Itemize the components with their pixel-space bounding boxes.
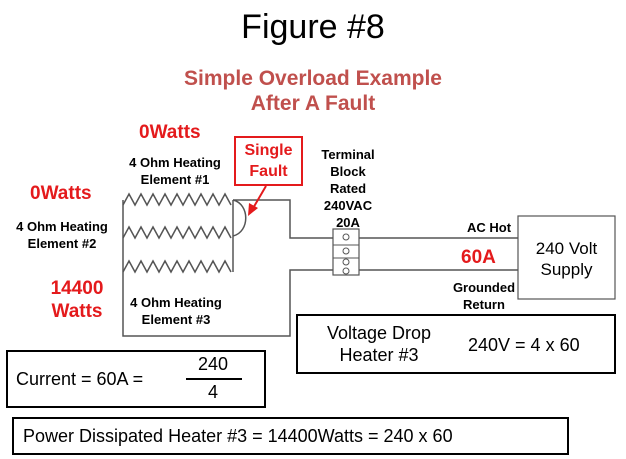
subtitle: Simple Overload Example After A Fault (0, 66, 626, 116)
current-equation-numerator: 240 (197, 354, 229, 374)
current-equation-denominator: 4 (207, 382, 218, 402)
fault-line-2: Fault (249, 163, 288, 180)
heater3-label-line2: Element #3 (141, 312, 211, 327)
supply-box (517, 215, 616, 300)
supply-line1: 240 Volt (535, 239, 598, 258)
fraction-bar (186, 378, 242, 380)
hot-feed-wire (233, 199, 335, 239)
heater2-label-line2: Element #2 (27, 236, 97, 251)
supply-label: 240 Volt Supply (518, 238, 615, 280)
grounded-return-label: Grounded Return (446, 279, 522, 313)
heater-element-1-coil (122, 192, 232, 207)
heater1-power: 0Watts (139, 122, 201, 143)
terminal-block-line1: Terminal (321, 147, 375, 162)
subtitle-line-1: Simple Overload Example (184, 67, 442, 90)
current-equation-lhs: Current = 60A = (16, 369, 144, 389)
ac-hot-label: AC Hot (467, 220, 512, 235)
heater1-label-line2: Element #1 (140, 172, 210, 187)
voltage-drop-equation: 240V = 4 x 60 (468, 335, 580, 355)
grounded-line1: Grounded (452, 280, 516, 295)
terminal-block-label: Terminal Block Rated 240VAC 20A (310, 146, 386, 231)
fault-short-arc (232, 199, 247, 237)
terminal-screw-3 (342, 258, 350, 266)
terminal-screw-2 (342, 247, 350, 255)
voltage-drop-line1: Voltage Drop (326, 323, 432, 343)
heater1-label: 4 Ohm Heating Element #1 (118, 154, 232, 188)
voltage-drop-box: Voltage Drop Heater #3 240V = 4 x 60 (296, 314, 616, 374)
terminal-block-line3: Rated (329, 181, 367, 196)
left-bus-wire (122, 200, 335, 337)
fault-arrow-head (248, 203, 258, 216)
heater2-label-line1: 4 Ohm Heating (16, 219, 108, 234)
figure-title: Figure #8 (241, 8, 385, 46)
heater3-label-line1: 4 Ohm Heating (130, 295, 222, 310)
terminal-screw-1 (342, 233, 350, 241)
single-fault-callout: Single Fault (234, 136, 303, 186)
grounded-line2: Return (463, 297, 505, 312)
heater3-power-line1: 14400 (50, 278, 104, 299)
terminal-block-line5: 20A (336, 215, 360, 230)
heater3-power-line2: Watts (51, 301, 103, 322)
power-equation-box: Power Dissipated Heater #3 = 14400Watts … (12, 417, 569, 455)
subtitle-line-2: After A Fault (250, 92, 376, 115)
power-equation: Power Dissipated Heater #3 = 14400Watts … (23, 426, 453, 446)
terminal-screw-4 (342, 267, 350, 275)
terminal-block-line2: Block (330, 164, 366, 179)
terminal-block-line4: 240VAC (323, 198, 373, 213)
heater3-power: 14400 Watts (42, 277, 112, 323)
heater-element-3-coil (122, 259, 232, 274)
voltage-drop-label: Voltage Drop Heater #3 (310, 322, 448, 366)
current-60a-label: 60A (461, 247, 496, 268)
heater2-power: 0Watts (30, 183, 92, 204)
supply-line2: Supply (540, 260, 593, 279)
heater1-label-line1: 4 Ohm Heating (129, 155, 221, 170)
heater3-label: 4 Ohm Heating Element #3 (118, 294, 234, 328)
current-equation-box: Current = 60A = 240 4 (6, 350, 266, 408)
heater2-label: 4 Ohm Heating Element #2 (4, 218, 120, 252)
fault-line-1: Single (244, 142, 293, 159)
heater-element-2-coil (122, 225, 232, 240)
voltage-drop-line2: Heater #3 (339, 345, 419, 365)
